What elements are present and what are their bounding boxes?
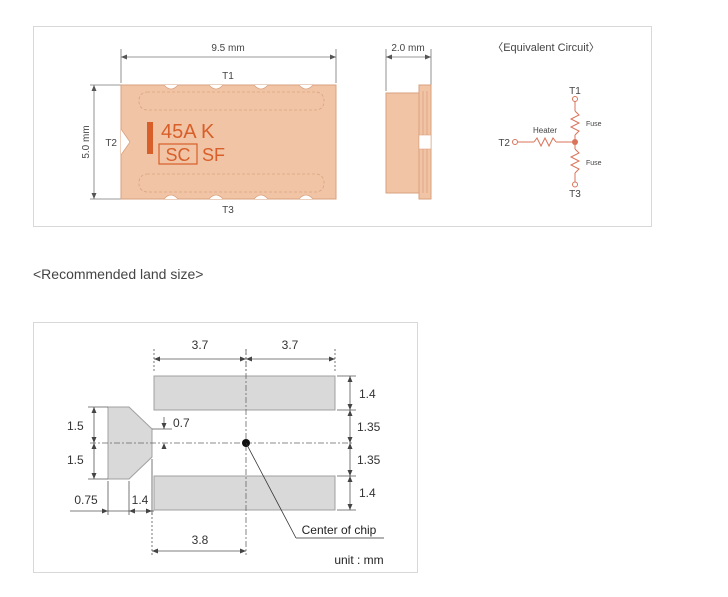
land-size-heading: <Recommended land size> <box>33 266 204 282</box>
dim-t2-offset: 0.75 <box>74 493 98 507</box>
fuse-top-label: Fuse <box>586 121 602 128</box>
height-dimension: 5.0 mm <box>81 84 122 200</box>
width-label: 9.5 mm <box>211 43 244 54</box>
dim-gap-bottom: 1.35 <box>357 453 381 467</box>
dim-right-width: 3.7 <box>282 338 299 352</box>
t2-horizontal-dimension <box>70 459 154 515</box>
side-view-dimension: 2.0 mm <box>385 43 432 91</box>
marking-boxed-text: SC <box>165 145 190 165</box>
dim-pad-to-center: 3.8 <box>192 533 209 547</box>
dim-t2-lower: 1.5 <box>67 453 84 467</box>
fuse-bottom-label: Fuse <box>586 160 602 167</box>
top-pad <box>153 375 336 411</box>
top-width-dimension <box>153 349 336 373</box>
marking-line1: 45A K <box>161 121 215 143</box>
circuit-title: 〈Equivalent Circuit〉 <box>492 41 600 54</box>
terminal-t2-label: T2 <box>105 138 117 149</box>
width-dimension: 9.5 mm <box>120 43 337 83</box>
thickness-label: 2.0 mm <box>391 43 424 54</box>
chip-side-view <box>385 84 432 200</box>
component-drawing-panel: 9.5 mm 5.0 mm <box>33 26 652 227</box>
center-leader-line <box>245 442 297 539</box>
circuit-t3-label: T3 <box>569 189 581 200</box>
dim-left-width: 3.7 <box>192 338 209 352</box>
land-pattern-panel: 3.7 3.7 1.4 1.35 1 <box>33 322 418 573</box>
equivalent-circuit <box>512 96 581 188</box>
land-pattern-drawing: 3.7 3.7 1.4 1.35 1 <box>67 338 384 567</box>
center-of-chip-label: Center of chip <box>302 523 377 537</box>
heater-label: Heater <box>533 126 557 135</box>
terminal-t3-label: T3 <box>222 205 234 216</box>
chip-top-view: 45A K SC SF <box>120 84 337 200</box>
polarity-bar <box>147 122 153 154</box>
circuit-t2-label: T2 <box>498 138 510 149</box>
height-label: 5.0 mm <box>81 125 92 158</box>
dim-gap-top: 1.35 <box>357 420 381 434</box>
dim-top-pad-height: 1.4 <box>359 387 376 401</box>
bottom-pad <box>153 475 336 511</box>
component-drawing: 9.5 mm 5.0 mm <box>81 41 602 216</box>
dim-t2-gap: 1.4 <box>132 493 149 507</box>
marking-box <box>158 143 198 165</box>
unit-label: unit : mm <box>334 553 383 567</box>
dim-t2-tip: 0.7 <box>173 416 190 430</box>
dim-t2-upper: 1.5 <box>67 419 84 433</box>
marking-line2: SF <box>202 145 225 165</box>
terminal-t1-label: T1 <box>222 71 234 82</box>
circuit-t1-label: T1 <box>569 86 581 97</box>
pad-to-center-dimension <box>151 513 246 555</box>
dim-bottom-pad-height: 1.4 <box>359 486 376 500</box>
